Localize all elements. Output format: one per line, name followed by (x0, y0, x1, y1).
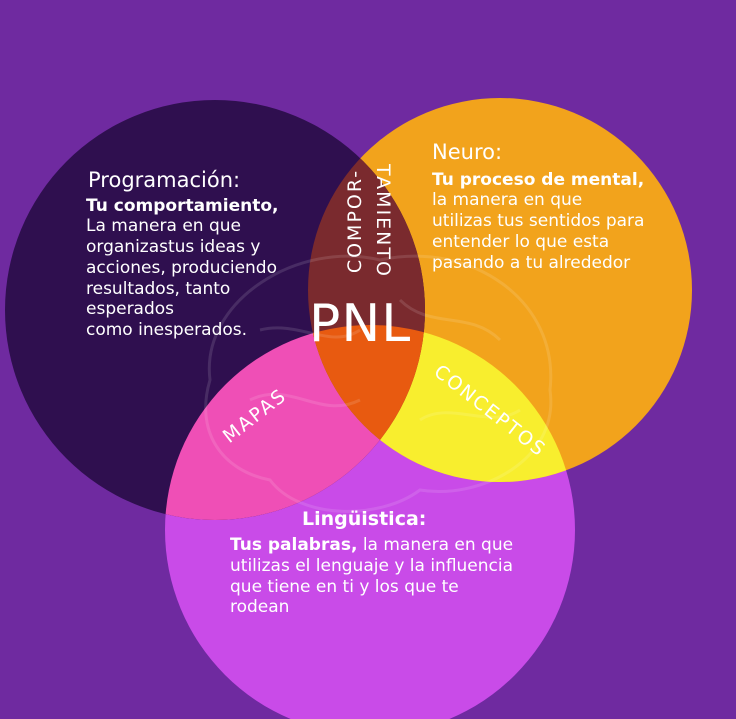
comportamiento-label-part2: TAMIENTO (372, 164, 394, 278)
neuro-line: utilizas tus sentidos para (432, 211, 645, 232)
linguistica-first-line-rest: la manera en que (357, 535, 514, 556)
center-title: PNL (309, 294, 412, 354)
neuro-linguistica-overlap (308, 325, 575, 482)
neuro-heading: Neuro: (432, 140, 503, 164)
programacion-subtitle: Tu comportamiento, (86, 195, 279, 216)
neuro-line: pasando a tu alrededor (432, 252, 631, 273)
linguistica-subtitle: Tus palabras, (230, 535, 358, 556)
neuro-subtitle: Tu proceso de mental, (432, 169, 645, 190)
programacion-line: La manera en que (86, 216, 241, 237)
comportamiento-label-part1: COMPOR- (344, 168, 366, 274)
programacion-heading: Programación: (88, 168, 241, 192)
neuro-text-block: Neuro: Tu proceso de mental, la manera e… (432, 140, 682, 273)
programacion-line: organizastus ideas y (86, 237, 261, 258)
linguistica-text-block: Lingüistica: Tus palabras, la manera en … (230, 508, 560, 618)
programacion-linguistica-overlap (165, 325, 425, 520)
programacion-line: acciones, produciendo (86, 257, 278, 278)
linguistica-line: rodean (230, 597, 290, 618)
linguistica-first-line: Tus palabras, la manera en que (230, 535, 560, 556)
neuro-line: entender lo que esta (432, 231, 610, 252)
programacion-line: esperados (86, 299, 175, 320)
linguistica-line: utilizas el lenguaje y la influencia (230, 555, 514, 576)
programacion-line: como inesperados. (86, 320, 248, 341)
programacion-text-block: Programación: Tu comportamiento, La mane… (86, 168, 316, 341)
linguistica-heading: Lingüistica: (302, 508, 427, 530)
linguistica-line: que tiene en ti y los que te (230, 576, 459, 597)
brain-icon (204, 254, 553, 513)
neuro-line: la manera en que (432, 190, 583, 211)
programacion-line: resultados, tanto (86, 278, 231, 299)
